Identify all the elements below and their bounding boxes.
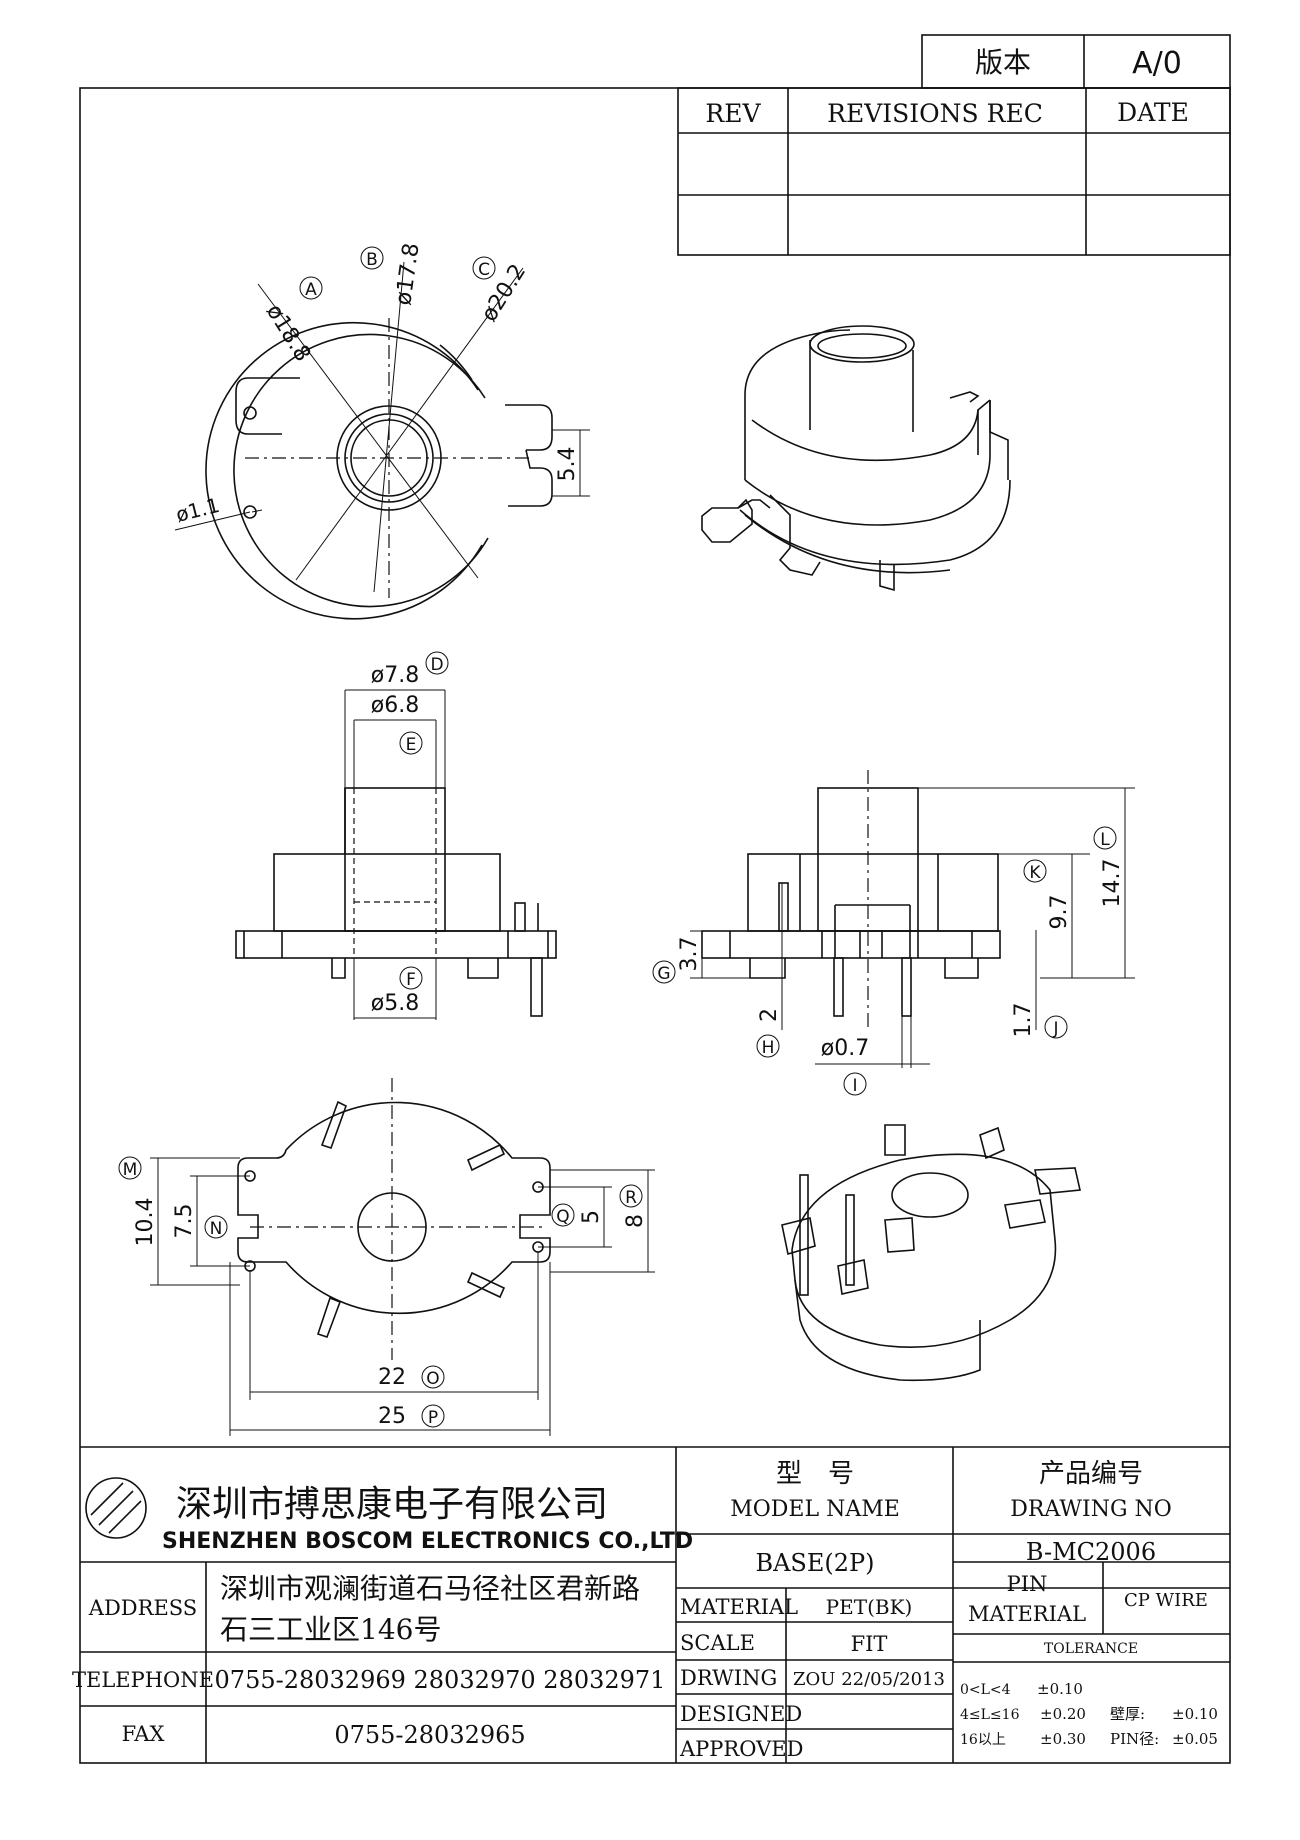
dimension-r-tag: R (625, 1188, 637, 1208)
address-label: ADDRESS (88, 1596, 197, 1620)
dimension-p-tag: P (428, 1408, 438, 1428)
telephone-value: 0755-28032969 28032970 28032971 (215, 1666, 666, 1694)
dimension-l-value: 14.7 (1100, 859, 1125, 908)
tolerance-range-2: 4≤L≤16 (960, 1707, 1020, 1723)
telephone-label: TELEPHONE (72, 1668, 214, 1692)
drawing-no-label-en: DRAWING NO (1010, 1497, 1172, 1522)
version-value: A/0 (1132, 46, 1182, 81)
address-line-1: 深圳市观澜街道石马径社区君新路 (220, 1572, 640, 1605)
front-view: ø7.8 D ø6.8 E F ø5.8 (235, 651, 557, 1020)
dimension-j-value: 1.7 (1011, 1003, 1036, 1038)
model-label-cn: 型 号 (776, 1459, 854, 1489)
model-value: BASE(2P) (755, 1549, 874, 1577)
dimension-e-value: ø6.8 (371, 693, 419, 718)
rev-col-header: REV (705, 99, 761, 128)
dimension-r-value: 8 (623, 1214, 648, 1228)
approved-label: APPROVED (679, 1737, 803, 1761)
wall-thickness-label: 壁厚: (1110, 1705, 1145, 1723)
dimension-h-tag: H (762, 1038, 775, 1058)
fax-value: 0755-28032965 (334, 1721, 525, 1749)
scale-value: FIT (851, 1632, 888, 1656)
dimension-m-tag: M (123, 1160, 138, 1180)
dimension-p-value: 25 (378, 1404, 406, 1429)
dimension-j-tag: J (1052, 1019, 1058, 1039)
dimension-e-tag: E (406, 735, 417, 755)
date-col-header: DATE (1117, 98, 1189, 127)
pin-label-line-2: MATERIAL (968, 1602, 1086, 1626)
material-label: MATERIAL (680, 1595, 798, 1619)
pin-label-line-1: PIN (1007, 1572, 1048, 1596)
slot-dimension: 5.4 (555, 447, 580, 482)
tolerance-range-3: 16以上 (960, 1732, 1006, 1748)
company-logo (85, 1477, 147, 1539)
title-block: 深圳市搏思康电子有限公司 SHENZHEN BOSCOM ELECTRONICS… (72, 1446, 1230, 1763)
scale-label: SCALE (680, 1631, 755, 1655)
bottom-view: M 10.4 7.5 N Q 5 R 8 22 O 25 P (118, 1078, 655, 1436)
side-view: L 14.7 K 9.7 3.7 G 2 H 1.7 J ø0.7 I (652, 770, 1135, 1096)
top-view: 5.4 ø18.8 A B ø17.8 C ø20.2 ø1.1 (173, 242, 590, 620)
dimension-k-tag: K (1029, 863, 1041, 883)
isometric-top-view (701, 325, 1011, 592)
company-name-cn: 深圳市搏思康电子有限公司 (176, 1484, 608, 1525)
version-box: 版本 A/0 (921, 34, 1231, 89)
version-label: 版本 (975, 46, 1031, 79)
drawing-no-label-cn: 产品编号 (1039, 1459, 1143, 1489)
revision-table: REV REVISIONS REC DATE (677, 87, 1231, 256)
revisions-col-header: REVISIONS REC (827, 99, 1043, 128)
dimension-n-value: 7.5 (172, 1204, 197, 1239)
designed-label: DESIGNED (680, 1702, 802, 1726)
dimension-m-value: 10.4 (133, 1198, 158, 1247)
dimension-c-tag: C (478, 260, 490, 280)
tolerance-range-1: 0<L<4 (960, 1682, 1011, 1698)
tolerance-title: TOLERANCE (1044, 1641, 1138, 1657)
dimension-d-value: ø7.8 (371, 663, 419, 688)
fax-label: FAX (122, 1722, 165, 1746)
dimension-q-tag: Q (556, 1207, 569, 1227)
dimension-f-value: ø5.8 (371, 991, 419, 1016)
dimension-n-tag: N (210, 1219, 223, 1239)
tolerance-value-2: ±0.20 (1040, 1705, 1086, 1723)
dimension-o-value: 22 (378, 1365, 406, 1390)
dimension-i-value: ø0.7 (821, 1036, 869, 1061)
company-name-en: SHENZHEN BOSCOM ELECTRONICS CO.,LTD (162, 1529, 693, 1554)
address-line-2: 石三工业区146号 (220, 1613, 441, 1646)
dimension-a-tag: A (305, 280, 317, 300)
wall-thickness-value: ±0.10 (1172, 1705, 1218, 1723)
pin-diameter-value: ±0.05 (1172, 1730, 1218, 1748)
drwing-value: ZOU 22/05/2013 (793, 1669, 945, 1690)
dimension-i-tag: I (852, 1076, 857, 1096)
dimension-g-value: 3.7 (677, 937, 702, 972)
isometric-bottom-view (781, 1124, 1081, 1382)
dimension-q-value: 5 (579, 1210, 604, 1224)
dimension-g-tag: G (657, 964, 670, 984)
tolerance-value-3: ±0.30 (1040, 1730, 1086, 1748)
tolerance-value-1: ±0.10 (1037, 1680, 1083, 1698)
dimension-d-tag: D (430, 655, 443, 675)
dimension-a-value: ø18.8 (261, 300, 315, 366)
dimension-o-tag: O (426, 1369, 439, 1389)
dimension-h-value: 2 (757, 1008, 782, 1022)
drawing-border (79, 87, 1231, 1764)
drwing-label: DRWING (680, 1666, 777, 1690)
dimension-b-value: ø17.8 (391, 242, 424, 307)
model-label-en: MODEL NAME (730, 1497, 900, 1522)
pin-material-value: CP WIRE (1124, 1590, 1208, 1611)
dimension-k-value: 9.7 (1047, 895, 1072, 930)
dimension-l-tag: L (1100, 830, 1110, 850)
dimension-b-tag: B (366, 250, 378, 270)
material-value: PET(BK) (826, 1595, 913, 1619)
pin-diameter-label: PIN径: (1110, 1730, 1159, 1748)
dimension-f-tag: F (406, 970, 416, 990)
